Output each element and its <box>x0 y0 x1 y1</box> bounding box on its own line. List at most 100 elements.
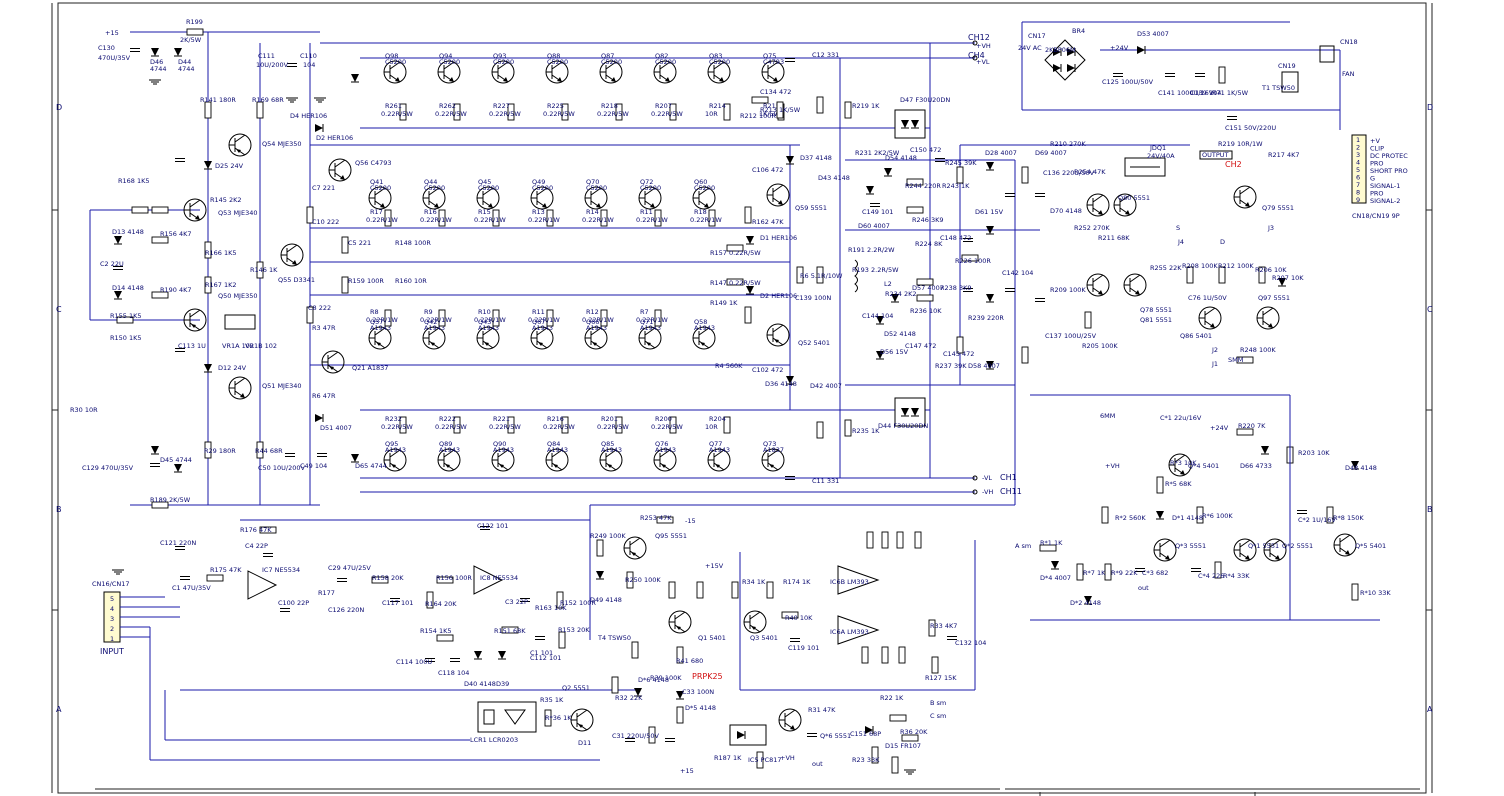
fan-label: FAN <box>1342 70 1355 78</box>
r210-label: R210 270K <box>1050 140 1086 148</box>
clip-detector-label: R249 100K <box>590 532 626 540</box>
misc-label: VR1A 102 <box>222 342 254 350</box>
input-stage-label: C100 22P <box>278 599 309 607</box>
limiter-label: C*3 682 <box>1142 569 1168 577</box>
output-bottom-part: A1943 <box>493 446 514 454</box>
limiter-label: D*1 4148 <box>1172 514 1203 522</box>
misc-label: R44 68R <box>255 447 283 455</box>
output-bottom-ref: Q73 <box>763 440 776 448</box>
protection-label: C147 472 <box>905 342 936 350</box>
center-label: D2 HER106 <box>760 292 797 300</box>
output-midbot-ref: Q43 <box>478 318 491 326</box>
protection-label: R193 2.2R/5W <box>852 266 899 274</box>
r254-label: R254 47K <box>1074 168 1106 176</box>
signal-right-label: J1 <box>1211 360 1218 368</box>
limiter-label: D*2 4148 <box>1070 599 1101 607</box>
signal-right-label: Q86 5401 <box>1180 332 1212 340</box>
output-top-ref: Q87 <box>601 52 614 60</box>
limiter-label: R*8 150K <box>1333 514 1364 522</box>
input-stage-label: R158 20K <box>372 574 404 582</box>
output-midtop-resistor-ref: R15 <box>478 208 491 216</box>
speaker-connectors: CH12 +VH CH4 +VL -VL CH1 -VH CH11 <box>968 33 1022 496</box>
clip-detector-label: R40 10K <box>785 614 813 622</box>
center-label: D47 F30U20DN <box>900 96 950 104</box>
center-label: R6 5.1R/10W <box>800 272 843 280</box>
output-top-resistor-ref: R227 <box>493 102 510 110</box>
c141-label: C141 1000U/16V <box>1158 89 1214 97</box>
protection-label: R243 1K <box>942 182 970 190</box>
output-top-part: C5200 <box>709 58 730 66</box>
clip-detector-label: +15V <box>705 562 724 570</box>
cn18-pin-name: SHORT PRO <box>1370 167 1408 175</box>
output-top-row: Q98C5200R2610.22R/5WQ94C5200R2620.22R/5W… <box>381 52 785 121</box>
output-top-resistor-val: 0.22R/5W <box>597 110 629 118</box>
input-stage-label: R152 100R <box>560 599 596 607</box>
c125-label: C125 100U/50V <box>1102 78 1154 86</box>
input-connector: CN16/CN17 INPUT 5 4 3 2 1 <box>92 569 640 761</box>
misc-label: D51 4007 <box>320 424 352 432</box>
center-label: Q52 5401 <box>798 339 830 347</box>
c110-ref: C110 <box>300 52 317 60</box>
limiter-label: Q*4 5401 <box>1188 462 1219 470</box>
output-top-resistor-val: 1K/5W <box>759 110 781 118</box>
cn19-label: CN19 <box>1278 62 1296 70</box>
output-midbot-ref: Q66 <box>586 318 599 326</box>
output-bottom-part: A1943 <box>601 446 622 454</box>
limiter-label: C*2 1U/16V <box>1298 516 1336 524</box>
signal-right-label: C137 100U/25V <box>1045 332 1097 340</box>
clip-detector-label: R41 680 <box>676 657 703 665</box>
misc-label: D45 4744 <box>160 456 192 464</box>
cn18-9p-label: CN18/CN19 9P <box>1352 212 1400 220</box>
output-bottom-resistor-ref: R232 <box>385 415 402 423</box>
misc-label: C2 22U <box>100 260 124 268</box>
input-stage-label: C3 22P <box>505 598 528 606</box>
signal-right-block <box>1030 266 1380 621</box>
center-area <box>726 58 926 480</box>
ch12-volt: +VH <box>976 42 991 50</box>
output-midbot-resistor-val: 0.22R/1W <box>366 316 398 324</box>
signal-right-label: R255 22K <box>1150 264 1182 272</box>
misc-label: R30 10R <box>70 406 98 414</box>
output-midtop-part: C5200 <box>424 184 445 192</box>
input-stage-label: R153 20K <box>558 626 590 634</box>
output-midbot-ref: Q57 <box>370 318 383 326</box>
limiter-label: R*6 100K <box>1202 512 1233 520</box>
misc-label: R155 1K5 <box>110 312 142 320</box>
limiter-label: R220 7K <box>1238 422 1266 430</box>
cn18-label: CN18 <box>1340 38 1358 46</box>
clip-detector-label: R127 15K <box>925 674 957 682</box>
limiter-label: R*10 33K <box>1360 589 1391 597</box>
output-bottom-part: A1943 <box>385 446 406 454</box>
output-midtop-resistor-ref: R18 <box>694 208 707 216</box>
input-pin-5: 5 <box>110 595 114 603</box>
cn18-pin-number: 2 <box>1356 144 1360 152</box>
clip-detector-label: Q1 5401 <box>698 634 726 642</box>
limiter-label: R*9 22K <box>1111 569 1138 577</box>
output-bottom-resistor-val: 0.22R/5W <box>489 423 521 431</box>
misc-label: C7 221 <box>312 184 335 192</box>
center-label: R147 0.22R/5W <box>710 279 761 287</box>
cn18-pin-number: 4 <box>1356 159 1360 167</box>
protection-label: R226 100R <box>955 257 991 265</box>
input-stage-label: R151 68K <box>494 627 526 635</box>
misc-label: VR1B 102 <box>245 342 277 350</box>
misc-label: C10 222 <box>312 218 339 226</box>
input-stage-label: IC7 NE5534 <box>262 566 300 574</box>
signal-right-label: Q78 5551 <box>1140 306 1172 314</box>
output-bottom-resistor-ref: R201 <box>601 415 618 423</box>
driver-label: Q50 MJE350 <box>218 292 258 300</box>
center-label: C134 472 <box>760 88 791 96</box>
limiter-label: D48 4148 <box>1345 464 1377 472</box>
misc-label: D13 4148 <box>112 228 144 236</box>
clip-detector-label: R22 1K <box>880 694 904 702</box>
protection-label: C148 472 <box>940 234 971 242</box>
misc-label: R29 180R <box>204 447 236 455</box>
input-stage-label: R156 100R <box>436 574 472 582</box>
output-bottom-ref: Q85 <box>601 440 614 448</box>
clip-detector-label: B sm <box>930 699 946 707</box>
input-stage-label: D40 4148 <box>464 680 496 688</box>
output-bottom-resistor-ref: R204 <box>709 415 726 423</box>
output-bottom-resistor-val: 10R <box>705 423 718 431</box>
clip-detector-label: R253 47K <box>640 514 672 522</box>
